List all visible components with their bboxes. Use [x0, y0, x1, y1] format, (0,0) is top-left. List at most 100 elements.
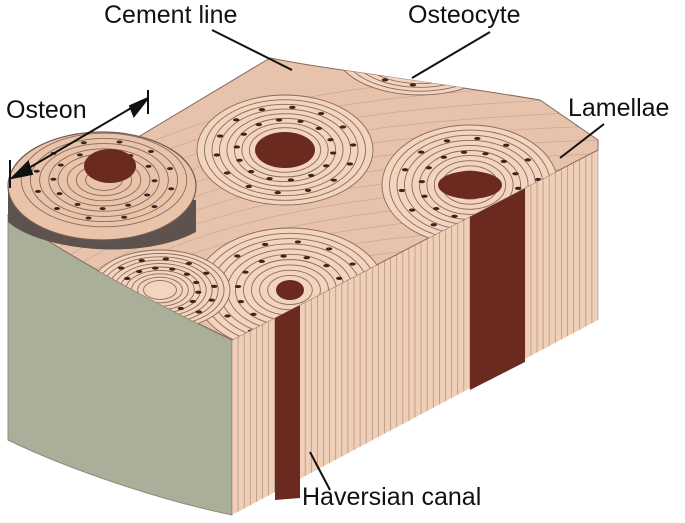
osteocyte: [500, 159, 508, 164]
cut-osteocyte: [145, 164, 152, 168]
lamella-ring: [241, 122, 329, 178]
cut-osteocyte: [151, 179, 158, 183]
cut-osteocyte: [85, 216, 92, 220]
osteon-0: [196, 94, 374, 206]
lamella-ring: [204, 99, 366, 201]
cut-osteocyte: [57, 163, 64, 167]
osteocyte: [463, 51, 469, 54]
osteocyte: [512, 172, 519, 176]
lamella-ring: [248, 127, 322, 173]
osteocyte: [442, 69, 449, 73]
osteocyte: [211, 284, 218, 288]
osteocyte: [461, 40, 467, 43]
cut-osteocyte: [99, 207, 106, 211]
osteocyte: [315, 126, 323, 130]
osteocyte: [381, 78, 389, 82]
osteocyte: [274, 191, 281, 195]
osteocyte: [275, 118, 283, 122]
osteocyte: [258, 259, 265, 263]
haversian-canal-leader: [309, 451, 331, 491]
lamella-ring: [377, 58, 463, 73]
osteocyte: [370, 24, 376, 27]
osteocyte: [418, 150, 425, 154]
osteocyte: [240, 132, 247, 136]
cement-line-leader: [211, 29, 293, 71]
lamella-ring: [356, 58, 484, 84]
osteocyte: [354, 37, 360, 40]
osteocyte: [255, 122, 263, 127]
osteocyte: [233, 145, 241, 149]
cut-osteocyte: [50, 177, 57, 181]
osteon-arrowhead-right: [128, 97, 149, 118]
osteocyte: [440, 155, 448, 159]
cut-osteocyte: [121, 215, 128, 219]
osteocyte: [195, 290, 202, 294]
osteocyte: [483, 44, 489, 47]
osteocyte: [185, 261, 192, 266]
lamella-ring: [433, 160, 507, 210]
osteocyte: [482, 152, 489, 156]
osteocyte: [258, 107, 266, 112]
osteocyte: [449, 31, 455, 34]
osteocyte: [208, 298, 215, 302]
front-canal-right: [470, 170, 525, 390]
osteocyte: [391, 28, 397, 31]
lamella-ring: [341, 58, 499, 92]
osteocyte: [473, 30, 479, 33]
osteon-arrowhead-left: [8, 160, 34, 180]
osteocyte: [456, 61, 464, 65]
osteocyte: [349, 143, 357, 147]
osteocyte: [247, 170, 255, 174]
osteocyte: [266, 177, 273, 181]
label-lamellae: Lamellae: [568, 94, 670, 122]
osteocyte: [398, 188, 406, 193]
osteocyte: [409, 83, 417, 87]
cut-osteocyte: [35, 189, 42, 193]
osteocyte: [524, 158, 532, 162]
osteocyte: [287, 178, 295, 182]
haversian-canal: [438, 171, 502, 199]
cut-osteocyte: [151, 205, 158, 209]
osteocyte: [430, 223, 437, 227]
front-canal-left: [275, 275, 300, 500]
cut-lamella-ring: [29, 137, 179, 223]
cut-osteocyte: [80, 141, 87, 145]
osteocyte: [233, 118, 240, 122]
osteocyte: [401, 168, 409, 172]
label-cement-line: Cement line: [104, 1, 238, 29]
osteocyte: [330, 178, 337, 182]
osteocyte: [463, 73, 471, 77]
osteon-width-arrow: [21, 103, 139, 173]
osteocyte: [370, 46, 376, 49]
osteocyte: [395, 15, 401, 18]
osteocyte: [460, 150, 468, 154]
lamella-ring: [259, 269, 321, 311]
front-striations: [231, 150, 599, 515]
cut-osteon: [7, 131, 197, 250]
cut-osteocyte: [168, 187, 175, 191]
osteocyte: [432, 206, 440, 211]
osteocyte: [234, 284, 242, 289]
lamellae-leader: [559, 123, 605, 159]
osteocyte-leader: [411, 31, 491, 79]
osteocyte: [294, 240, 302, 244]
osteocyte: [135, 269, 143, 274]
osteocyte: [384, 66, 391, 70]
haversian-canal: [276, 280, 304, 300]
cut-lamella-ring: [48, 148, 160, 212]
lamella-ring: [233, 117, 337, 183]
lamella-ring: [211, 103, 359, 197]
cut-osteocyte: [166, 167, 173, 171]
osteocyte: [329, 151, 337, 155]
osteocyte: [242, 270, 249, 274]
lamella-ring: [426, 155, 514, 215]
osteocyte: [408, 208, 416, 212]
osteocyte: [325, 247, 333, 251]
cut-osteon-rings: [20, 132, 188, 228]
osteocyte: [261, 242, 269, 247]
osteocyte: [351, 53, 357, 56]
osteocyte: [503, 143, 510, 147]
osteocyte: [169, 267, 176, 271]
label-osteocyte: Osteocyte: [408, 1, 521, 29]
osteocyte: [195, 310, 203, 314]
